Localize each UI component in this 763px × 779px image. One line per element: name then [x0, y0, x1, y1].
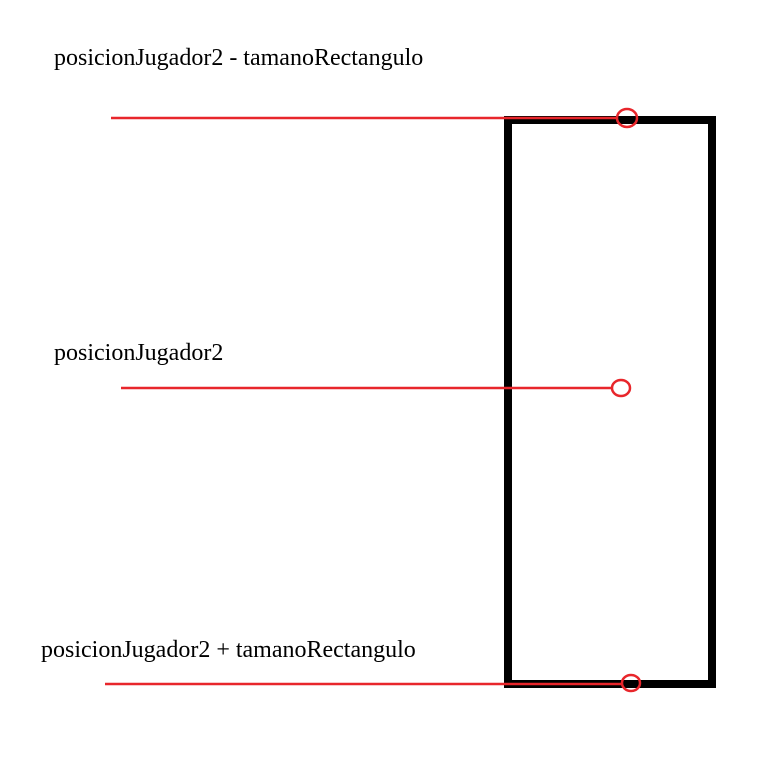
marker-circle-top [615, 107, 639, 129]
paddle-rectangle [504, 116, 716, 688]
label-bottom-position: posicionJugador2 + tamanoRectangulo [41, 637, 416, 663]
label-center-position: posicionJugador2 [54, 340, 224, 366]
marker-circle-middle [610, 378, 632, 398]
label-top-position: posicionJugador2 - tamanoRectangulo [54, 45, 424, 71]
marker-circle-bottom [620, 673, 642, 693]
